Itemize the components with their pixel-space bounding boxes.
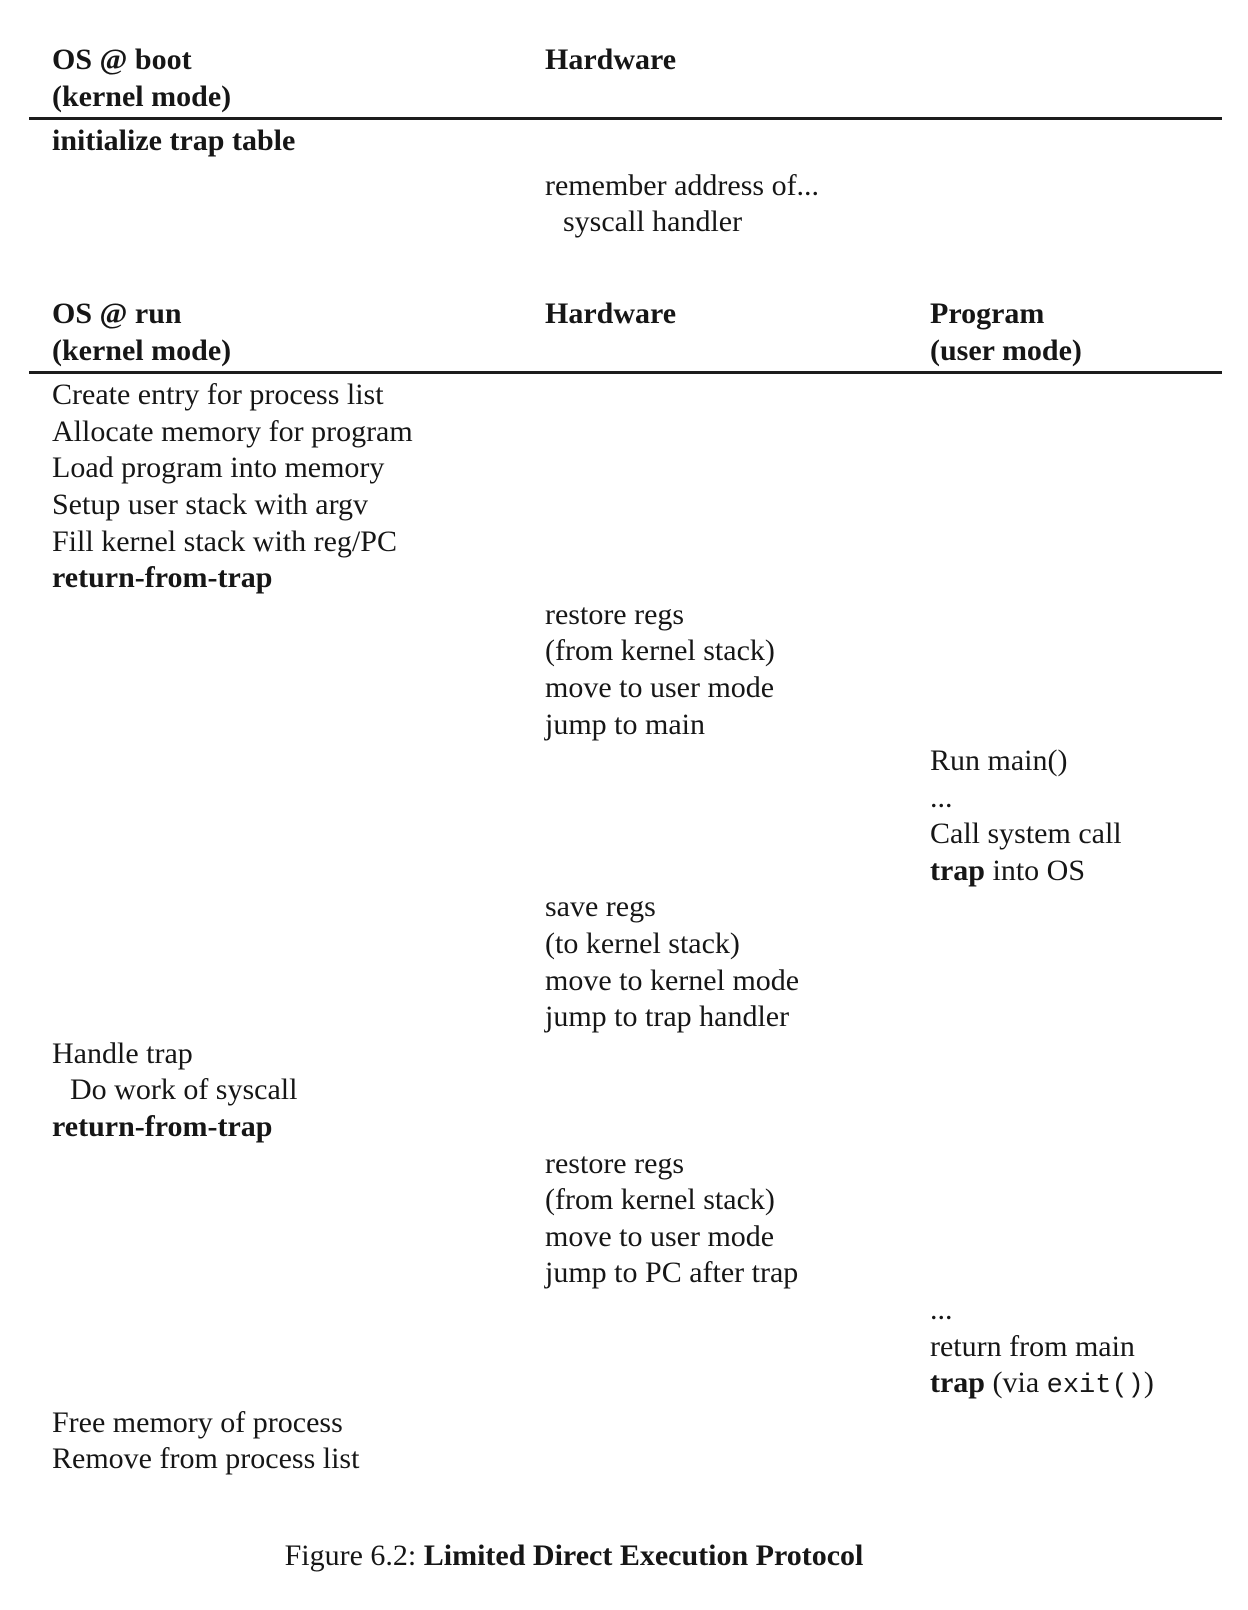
run-os-header-cell: OS @ run (kernel mode) bbox=[52, 296, 545, 369]
hardware-step-restore-regs-1: restore regs bbox=[545, 597, 685, 631]
os-step-initialize-trap-table: initialize trap table bbox=[52, 124, 296, 158]
trap-via-text: (via bbox=[985, 1366, 1047, 1400]
hardware-step-from-kernel-stack-2: (from kernel stack) bbox=[545, 1183, 775, 1217]
hardware-save-block: save regs (to kernel stack) move to kern… bbox=[52, 889, 1212, 1035]
hardware-boot-step-block: remember address of... syscall handler bbox=[52, 168, 1212, 241]
hardware-step-syscall-handler: syscall handler bbox=[563, 205, 743, 239]
hardware-step-move-user-mode-1: move to user mode bbox=[545, 670, 775, 704]
os-step-return-from-trap-2: return-from-trap bbox=[52, 1110, 273, 1144]
column-header-os-run: OS @ run bbox=[52, 296, 182, 330]
hardware-step-restore-regs-2: restore regs bbox=[545, 1146, 685, 1180]
os-step-free-memory: Free memory of process bbox=[52, 1405, 343, 1439]
program-run-block: Run main() ... Call system call trap int… bbox=[52, 743, 1212, 889]
trap-into-os-rest: into OS bbox=[985, 853, 1086, 887]
os-step-handle-trap: Handle trap bbox=[52, 1036, 193, 1070]
os-step-do-work-syscall: Do work of syscall bbox=[70, 1073, 298, 1107]
column-header-os-boot-mode: (kernel mode) bbox=[52, 79, 232, 113]
os-handle-trap-block: Handle trap Do work of syscall return-fr… bbox=[52, 1036, 1212, 1146]
column-header-hardware-run: Hardware bbox=[545, 296, 677, 330]
figure-content: OS @ boot (kernel mode) Hardware initial… bbox=[0, 42, 1222, 1575]
run-header-rule bbox=[29, 371, 1222, 375]
exit-code-literal: exit() bbox=[1046, 1371, 1144, 1402]
column-header-program-mode: (user mode) bbox=[930, 333, 1082, 367]
column-header-os-run-mode: (kernel mode) bbox=[52, 333, 232, 367]
os-step-load-program: Load program into memory bbox=[52, 451, 385, 485]
run-program-header-cell: Program (user mode) bbox=[930, 296, 1212, 369]
figure-caption-number: Figure 6.2: bbox=[284, 1538, 424, 1572]
program-step-ellipsis-1: ... bbox=[930, 780, 953, 814]
boot-os-header-cell: OS @ boot (kernel mode) bbox=[52, 42, 545, 115]
program-step-return-from-main: return from main bbox=[930, 1329, 1135, 1363]
program-step-ellipsis-2: ... bbox=[930, 1293, 953, 1326]
os-step-allocate-memory: Allocate memory for program bbox=[52, 414, 413, 448]
hardware-restore-block-2: restore regs (from kernel stack) move to… bbox=[52, 1146, 1212, 1292]
hardware-step-jump-trap-handler: jump to trap handler bbox=[545, 1000, 790, 1034]
program-step-call-system-call: Call system call bbox=[930, 817, 1122, 851]
program-step-trap-into-os: trap into OS bbox=[930, 853, 1212, 890]
hardware-step-jump-to-main: jump to main bbox=[545, 707, 705, 741]
boot-header-rule bbox=[29, 117, 1222, 121]
os-step-fill-kernel-stack: Fill kernel stack with reg/PC bbox=[52, 524, 397, 558]
os-step-setup-stack: Setup user stack with argv bbox=[52, 487, 369, 521]
boot-header-row: OS @ boot (kernel mode) Hardware bbox=[52, 42, 1212, 115]
program-exit-block: ... return from main trap (via exit()) bbox=[52, 1292, 1212, 1405]
figure-caption-title: Limited Direct Execution Protocol bbox=[423, 1538, 864, 1572]
boot-hardware-header-cell: Hardware bbox=[545, 42, 930, 79]
hardware-step-from-kernel-stack-1: (from kernel stack) bbox=[545, 634, 775, 668]
hardware-restore-block-1: restore regs (from kernel stack) move to… bbox=[52, 597, 1212, 743]
column-header-program: Program bbox=[930, 296, 1045, 330]
trap-keyword: trap bbox=[930, 853, 985, 887]
program-step-trap-via-exit: trap (via exit()) bbox=[930, 1365, 1212, 1405]
column-header-os-boot: OS @ boot bbox=[52, 43, 192, 76]
trap-via-close-paren: ) bbox=[1143, 1366, 1154, 1400]
os-step-create-entry: Create entry for process list bbox=[52, 378, 384, 412]
column-header-hardware: Hardware bbox=[545, 43, 677, 76]
trap-keyword-exit: trap bbox=[930, 1366, 985, 1400]
os-cleanup-block: Free memory of process Remove from proce… bbox=[52, 1405, 1212, 1478]
hardware-step-move-kernel-mode: move to kernel mode bbox=[545, 963, 800, 997]
run-hardware-header-cell: Hardware bbox=[545, 296, 930, 333]
boot-protocol-section: OS @ boot (kernel mode) Hardware initial… bbox=[29, 42, 1222, 241]
os-step-return-from-trap-1: return-from-trap bbox=[52, 561, 273, 595]
run-header-row: OS @ run (kernel mode) Hardware Program … bbox=[52, 296, 1212, 369]
figure-caption: Figure 6.2: Limited Direct Execution Pro… bbox=[0, 1538, 1154, 1575]
program-step-run-main: Run main() bbox=[930, 744, 1068, 778]
hardware-step-remember-address: remember address of... bbox=[545, 168, 820, 202]
run-protocol-section: OS @ run (kernel mode) Hardware Program … bbox=[29, 296, 1222, 1478]
hardware-step-jump-pc-after-trap: jump to PC after trap bbox=[545, 1256, 799, 1290]
hardware-step-to-kernel-stack: (to kernel stack) bbox=[545, 927, 740, 961]
hardware-step-move-user-mode-2: move to user mode bbox=[545, 1219, 775, 1253]
os-step-remove-process-list: Remove from process list bbox=[52, 1442, 360, 1476]
hardware-step-save-regs: save regs bbox=[545, 890, 656, 924]
os-create-process-block: Create entry for process list Allocate m… bbox=[52, 377, 1212, 597]
